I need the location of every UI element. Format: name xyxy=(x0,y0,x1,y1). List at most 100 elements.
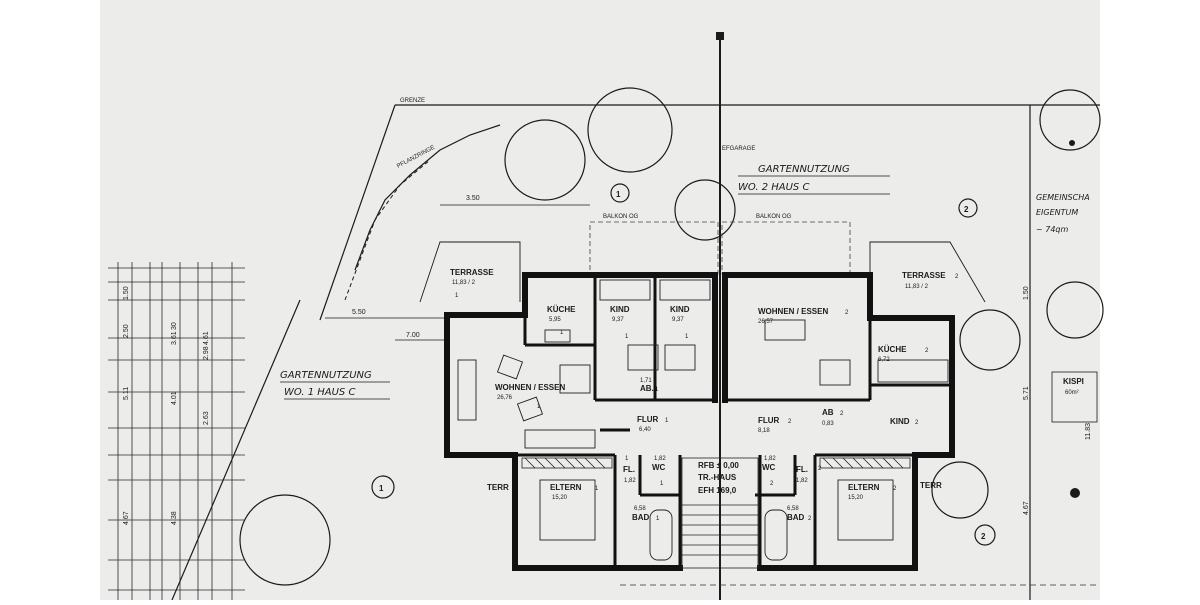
room-terr-left: TERR xyxy=(487,483,509,492)
dim-left-a-2: 5.11 xyxy=(123,387,130,400)
stair-line2: TR.-HAUS xyxy=(698,473,737,482)
room-wohnen-right-unit: 2 xyxy=(845,310,849,316)
dim-550: 5.50 xyxy=(352,309,366,316)
room-kind2-left: KIND xyxy=(670,305,690,314)
room-fl-left: FL. xyxy=(623,465,635,474)
common-line3: ~ 74qm xyxy=(1036,225,1069,234)
room-fl-right: FL. xyxy=(796,465,808,474)
room-flur-right-unit: 2 xyxy=(788,419,792,425)
room-kind-right: KIND xyxy=(890,417,910,426)
room-kueche-left: KÜCHE xyxy=(547,305,576,314)
dim-left-c-0: 4.61 xyxy=(203,331,210,345)
room-fl-right-unit: 2 xyxy=(818,466,822,472)
room-terr-right: TERR xyxy=(920,481,942,490)
room-wc-left-unit: 1 xyxy=(660,481,664,487)
room-bad-left-area: 6,58 xyxy=(634,506,646,512)
room-bad-right-area: 6,58 xyxy=(787,506,799,512)
dim-left-c-1: 2.98 xyxy=(203,346,210,360)
room-terrasse-left: TERRASSE xyxy=(450,268,494,277)
garden-right-line1: GARTENNUTZUNG xyxy=(758,164,850,175)
marker-2-bottom: 2 xyxy=(981,532,986,541)
room-wohnen-left-area: 26,76 xyxy=(497,395,513,401)
room-kueche-right-unit: 2 xyxy=(925,348,929,354)
dim-left-a-1: 2.50 xyxy=(123,324,130,338)
unit-markers xyxy=(371,183,996,546)
room-wc-right: WC xyxy=(762,463,776,472)
dim-left-c-2: 2.63 xyxy=(203,411,210,425)
room-terrasse-left-unit: 1 xyxy=(455,293,459,299)
stair-line3: EFH 169,0 xyxy=(698,486,737,495)
rooms-left: TERRASSE 11,83 / 2 1 KÜCHE 5,95 1 KIND 9… xyxy=(450,268,690,522)
room-wc-left-area: 1,82 xyxy=(654,456,666,462)
stair-house xyxy=(681,457,759,569)
room-flur-right-area: 8,18 xyxy=(758,428,770,434)
marker-1-top: 1 xyxy=(616,190,621,199)
room-fl-right-area: 1,82 xyxy=(796,478,808,484)
room-fl-left-unit: 1 xyxy=(625,456,629,462)
room-kind2-left-unit: 1 xyxy=(685,334,689,340)
room-wohnen-right-area: 26,57 xyxy=(758,319,774,325)
dim-150: 1.50 xyxy=(1023,286,1030,300)
kispi-label: KISPI xyxy=(1063,377,1084,386)
dim-left-b-3: 4.38 xyxy=(171,511,178,525)
room-wohnen-left: WOHNEN / ESSEN xyxy=(495,383,565,392)
room-flur-right: FLUR xyxy=(758,416,780,425)
room-wc-right-unit: 2 xyxy=(770,481,774,487)
room-terrasse-right: TERRASSE xyxy=(902,271,946,280)
room-eltern-left-area: 15,20 xyxy=(552,495,568,501)
room-kind-right-unit: 2 xyxy=(915,420,919,426)
room-kueche-left-area: 5,95 xyxy=(549,317,561,323)
marker-1-bottom: 1 xyxy=(379,484,384,493)
room-eltern-left-unit: 1 xyxy=(595,486,599,492)
dim-left-b-1: 3.61 xyxy=(171,331,178,345)
room-kueche-right: KÜCHE xyxy=(878,345,907,354)
room-kind1-left-area: 9,37 xyxy=(612,317,624,323)
rooms-right: WOHNEN / ESSEN 26,57 2 TERRASSE 11,83 / … xyxy=(758,271,959,522)
room-bad-right-unit: 2 xyxy=(808,516,812,522)
room-flur-left-area: 6,40 xyxy=(639,427,651,433)
room-ab-left-area: 1,71 xyxy=(640,378,652,384)
room-ab-right: AB xyxy=(822,408,834,417)
room-wohnen-left-unit: 1 xyxy=(537,404,541,410)
garden-right-line2: WO. 2 HAUS C xyxy=(738,182,809,193)
room-eltern-right-unit: 2 xyxy=(893,486,897,492)
room-ab-left-unit: 1 xyxy=(655,387,659,393)
dim-left-a-0: 1.50 xyxy=(123,286,130,300)
room-wohnen-right: WOHNEN / ESSEN xyxy=(758,307,828,316)
furniture xyxy=(457,279,949,561)
property-lines xyxy=(171,40,1100,601)
garage-label: EFGARAGE xyxy=(722,146,755,152)
room-ab-left: AB. xyxy=(640,384,654,393)
room-ab-right-area: 0,83 xyxy=(822,421,834,427)
marker-2-top: 2 xyxy=(964,205,969,214)
room-eltern-left: ELTERN xyxy=(550,483,582,492)
room-bad-right: BAD xyxy=(787,513,805,522)
room-wc-left: WC xyxy=(652,463,666,472)
wardrobes xyxy=(521,457,911,469)
kispi-area xyxy=(1051,371,1098,423)
balcony-right-label: BALKON OG xyxy=(756,214,792,220)
common-line1: GEMEINSCHA xyxy=(1036,193,1090,202)
room-kueche-right-area: 6,72 xyxy=(878,357,890,363)
dim-571: 5.71 xyxy=(1023,386,1030,400)
trees xyxy=(239,87,1104,586)
room-kind1-left-unit: 1 xyxy=(625,334,629,340)
stair-line1: RFB ± 0,00 xyxy=(698,461,739,470)
dim-467: 4.67 xyxy=(1023,501,1030,515)
dim-left-b-2: 4.01 xyxy=(171,391,178,405)
room-flur-left: FLUR xyxy=(637,415,659,424)
dim-1183: 11.83 xyxy=(1085,423,1092,440)
common-line2: EIGENTUM xyxy=(1036,208,1078,217)
dim-left-a-3: 4.67 xyxy=(123,511,130,525)
room-bad-left: BAD xyxy=(632,513,650,522)
dim-700: 7.00 xyxy=(406,332,420,339)
dim-350: 3.50 xyxy=(466,195,480,202)
kispi-value: 60m² xyxy=(1065,390,1079,396)
room-eltern-right-area: 15,20 xyxy=(848,495,864,501)
room-kind2-left-area: 9,37 xyxy=(672,317,684,323)
room-terrasse-left-area: 11,83 / 2 xyxy=(452,280,476,286)
room-flur-left-unit: 1 xyxy=(665,418,669,424)
post-marker xyxy=(1070,488,1080,498)
